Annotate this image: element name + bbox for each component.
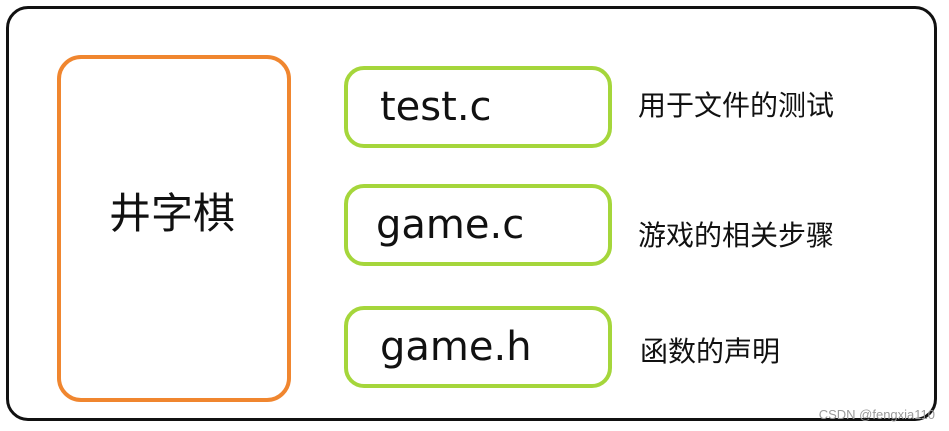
file-description-game-h: 函数的声明 [640,335,781,368]
file-name-label: game.h [380,324,532,370]
diagram-frame [6,6,937,421]
main-module-label: 井字棋 [108,189,235,238]
file-description-test-c: 用于文件的测试 [638,89,835,122]
file-box-game-h: game.h [344,306,612,388]
main-module-box: 井字棋 [57,55,291,402]
file-box-test-c: test.c [344,66,612,148]
file-name-label: test.c [380,84,492,130]
file-box-game-c: game.c [344,184,612,266]
watermark: CSDN @fengxia110 [818,407,935,422]
file-description-game-c: 游戏的相关步骤 [638,219,835,252]
file-name-label: game.c [376,202,525,248]
